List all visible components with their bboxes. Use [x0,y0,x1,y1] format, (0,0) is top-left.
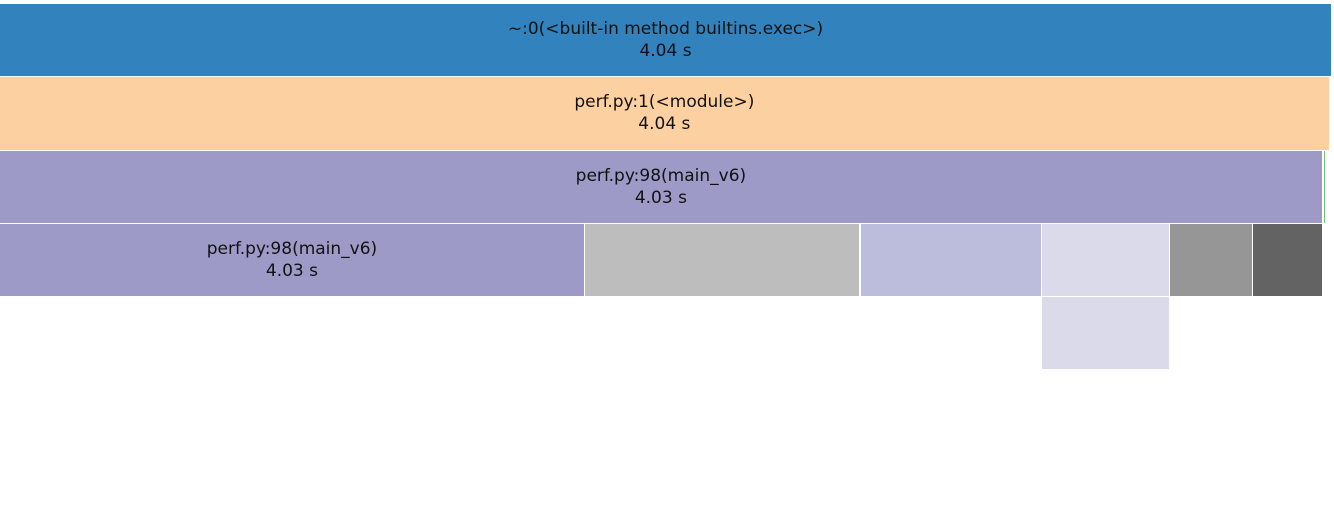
icicle-frame[interactable] [1323,297,1326,371]
frame-function-label: ~:0(<built-in method builtins.exec>) [507,19,824,40]
frame-time-label: 4.03 s [634,187,687,208]
icicle-frame[interactable] [1042,297,1171,371]
icicle-frame[interactable] [1253,223,1323,298]
icicle-frame[interactable] [1042,223,1171,298]
icicle-frame[interactable] [1323,370,1326,444]
icicle-frame[interactable] [1326,443,1328,517]
icicle-frame[interactable]: perf.py:1(<module>)4.04 s [0,77,1330,151]
icicle-frame[interactable]: ~:0(<built-in method builtins.exec>)4.04… [0,4,1332,78]
icicle-chart: ~:0(<built-in method builtins.exec>)4.04… [0,4,1332,517]
icicle-frame[interactable] [584,223,861,298]
icicle-frame[interactable] [1323,150,1326,224]
frame-function-label: perf.py:98(main_v6) [206,239,378,260]
frame-time-label: 4.04 s [638,114,691,135]
icicle-frame[interactable] [1170,223,1254,298]
icicle-frame[interactable] [1329,77,1331,151]
frame-time-label: 4.04 s [639,41,692,62]
icicle-frame[interactable]: perf.py:98(main_v6)4.03 s [0,223,585,298]
frame-time-label: 4.03 s [265,261,318,282]
icicle-frame[interactable]: perf.py:98(main_v6)4.03 s [0,150,1323,224]
icicle-frame[interactable] [860,223,1043,298]
frame-function-label: perf.py:1(<module>) [574,92,755,113]
frame-function-label: perf.py:98(main_v6) [575,165,747,186]
